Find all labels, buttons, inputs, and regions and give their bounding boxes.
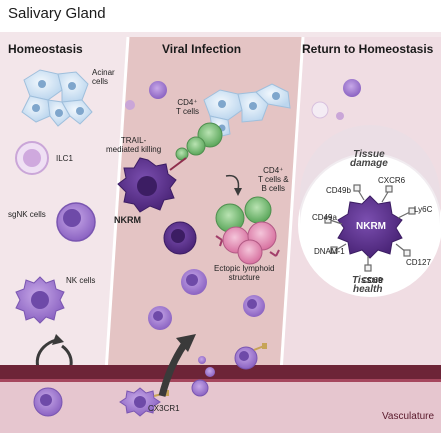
- trail-nkrm-cell: [117, 157, 177, 213]
- label-tissue-damage: Tissue damage: [350, 149, 388, 169]
- nk-cell-small: [149, 81, 167, 99]
- small-cell: [125, 100, 135, 110]
- label-nkrm-center: NKRM: [356, 221, 386, 232]
- cx3cr1-nk-cell: [119, 387, 169, 417]
- marker-dnam1: DNAM-1: [314, 247, 345, 256]
- sgnk-cell: [56, 202, 96, 242]
- vessel-wall-top: [0, 365, 441, 379]
- marker-cd49a: CD49a: [312, 213, 337, 222]
- trail-signal: [169, 157, 187, 171]
- nk-cell-right-bottom: [243, 295, 265, 317]
- label-cd4-t-cells: CD4⁺ T cells: [176, 98, 199, 116]
- marker-cd49b: CD49b: [326, 186, 351, 195]
- marker-ly6c: Ly6C: [414, 205, 433, 214]
- infected-acinar-cells: [203, 83, 291, 139]
- nk-cell-middle-bottom: [148, 306, 172, 330]
- aggregation-arrowhead: [234, 188, 242, 196]
- marker-cd69: CD69: [362, 276, 383, 285]
- ilc1-cell: [15, 141, 49, 175]
- label-sgnk-cells: sgNK cells: [8, 210, 46, 219]
- panel-header-homeostasis: Homeostasis: [8, 42, 83, 56]
- label-trail-killing: TRAIL- mediated killing: [106, 136, 162, 154]
- label-tissue-health: Tissue health: [352, 275, 384, 295]
- nk-cell: [15, 276, 65, 324]
- tissue-damage-band: [300, 124, 440, 225]
- label-cd4-t-b-cells: CD4⁺ T cells & B cells: [258, 166, 289, 193]
- panel-header-return: Return to Homeostasis: [302, 42, 434, 56]
- label-acinar-cells: Acinar cells: [92, 68, 115, 86]
- migrating-nk-cell: [234, 343, 267, 370]
- label-ilc1: ILC1: [56, 154, 73, 163]
- middle-panel-background: [102, 37, 303, 433]
- label-nk-cells: NK cells: [66, 276, 96, 285]
- circulating-nk-cell: [33, 387, 63, 417]
- marker-cxcr6: CXCR6: [378, 176, 406, 185]
- acinar-cells: [21, 69, 93, 127]
- aggregation-arrow: [225, 174, 240, 191]
- vessel-lumen: [0, 382, 441, 433]
- panel-header-viral-infection: Viral Infection: [162, 42, 242, 56]
- nkrm-cell-middle: [163, 221, 197, 255]
- figure-title: Salivary Gland: [8, 5, 106, 22]
- ectopic-lymphoid-structure: [215, 196, 280, 265]
- nkrm-marker-cell: [324, 184, 416, 272]
- vessel-wall-stripe: [0, 379, 441, 382]
- marker-cd127: CD127: [406, 258, 431, 267]
- nk-cell-middle-low: [181, 269, 207, 295]
- nk-cell-right: [343, 79, 361, 97]
- label-ectopic-lymphoid: Ectopic lymphoid structure: [214, 264, 275, 282]
- small-cell-right: [311, 101, 329, 119]
- extravasating-nk-cell: [191, 356, 215, 397]
- tiny-cell: [336, 112, 344, 120]
- arrowhead-up: [52, 334, 64, 345]
- label-cx3cr1: CX3CR1: [148, 404, 180, 413]
- label-vasculature: Vasculature: [382, 411, 435, 422]
- cd4-t-cells: [175, 122, 223, 161]
- title-bar: [0, 0, 441, 32]
- label-nkrm: NKRM: [114, 215, 141, 225]
- infiltration-arrowhead: [176, 334, 196, 352]
